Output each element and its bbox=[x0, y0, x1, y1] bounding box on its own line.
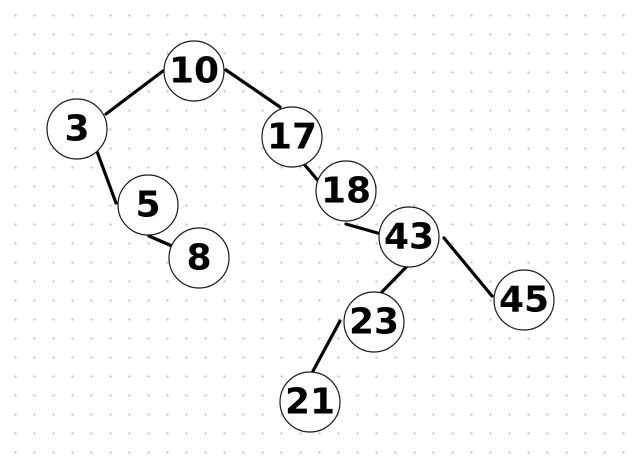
node-8: 8 bbox=[168, 227, 230, 289]
edge-5-8 bbox=[147, 234, 174, 248]
node-label: 43 bbox=[384, 217, 434, 258]
edge-10-17 bbox=[224, 68, 282, 109]
node-circle bbox=[378, 206, 440, 268]
node-43: 43 bbox=[378, 206, 440, 268]
node-label: 5 bbox=[135, 185, 160, 226]
node-circle bbox=[279, 371, 341, 433]
node-circle bbox=[168, 227, 230, 289]
node-10: 10 bbox=[163, 40, 225, 102]
node-17: 17 bbox=[261, 106, 323, 168]
node-label: 23 bbox=[349, 302, 399, 343]
node-45: 45 bbox=[493, 269, 555, 331]
edge-3-5 bbox=[93, 144, 118, 205]
node-label: 17 bbox=[267, 117, 317, 158]
node-23: 23 bbox=[343, 291, 405, 353]
node-circle bbox=[117, 174, 179, 236]
node-circle bbox=[493, 269, 555, 331]
node-18: 18 bbox=[315, 160, 377, 222]
node-label: 21 bbox=[285, 382, 335, 423]
node-circle bbox=[315, 160, 377, 222]
edge-10-3 bbox=[104, 69, 165, 116]
node-3: 3 bbox=[46, 98, 108, 160]
node-label: 8 bbox=[186, 238, 211, 279]
edge-17-18 bbox=[302, 162, 322, 185]
edge-23-21 bbox=[311, 319, 342, 373]
node-circle bbox=[46, 98, 108, 160]
node-label: 10 bbox=[169, 51, 219, 92]
node-label: 3 bbox=[64, 109, 89, 150]
node-circle bbox=[261, 106, 323, 168]
node-21: 21 bbox=[279, 371, 341, 433]
node-label: 18 bbox=[321, 171, 371, 212]
node-circle bbox=[163, 40, 225, 102]
edge-18-43 bbox=[344, 222, 383, 236]
node-label: 45 bbox=[499, 280, 549, 321]
node-circle bbox=[343, 291, 405, 353]
edge-43-45 bbox=[442, 236, 494, 298]
node-5: 5 bbox=[117, 174, 179, 236]
